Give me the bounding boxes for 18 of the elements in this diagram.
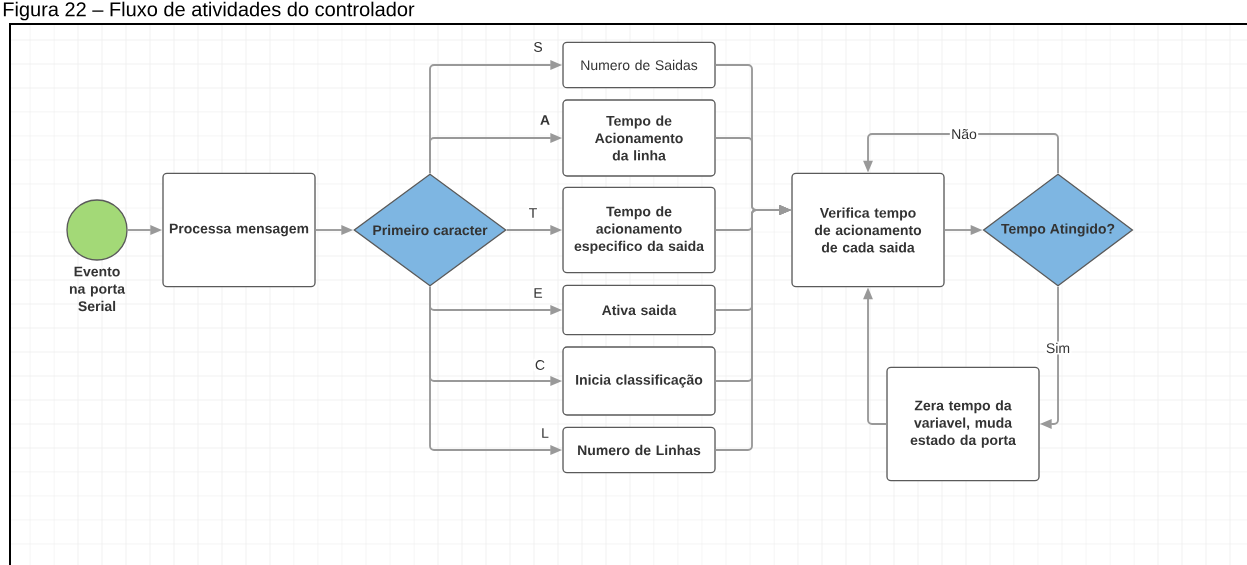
process-box: Verifica tempo de acionamento de cada saida bbox=[791, 172, 945, 288]
figure-title: Figura 22 – Fluxo de atividades do controlador bbox=[3, 1, 415, 21]
process-box: Tempo de Acionamento da linha bbox=[562, 99, 716, 177]
process-box: Ativa saida bbox=[562, 284, 716, 336]
edge-label: E bbox=[532, 286, 544, 300]
node-label: Evento na porta Serial bbox=[69, 266, 126, 312]
arrow bbox=[863, 133, 1059, 175]
process-box: Processa mensagem bbox=[162, 172, 316, 288]
process-box: Tempo de acionamento especifico da saida bbox=[562, 186, 716, 274]
edge-label: L bbox=[539, 426, 551, 440]
process-box: Zera tempo da variavel, muda estado da porta bbox=[886, 366, 1040, 482]
edge-label: Sim bbox=[1044, 341, 1072, 355]
process-box: Numero de Linhas bbox=[562, 426, 716, 474]
edge-label: T bbox=[527, 206, 539, 220]
edge-label: Não bbox=[949, 127, 979, 141]
process-box: Numero de Saidas bbox=[562, 41, 716, 89]
process-box: Inicia classificação bbox=[562, 346, 716, 416]
edge-label: A bbox=[538, 113, 552, 127]
